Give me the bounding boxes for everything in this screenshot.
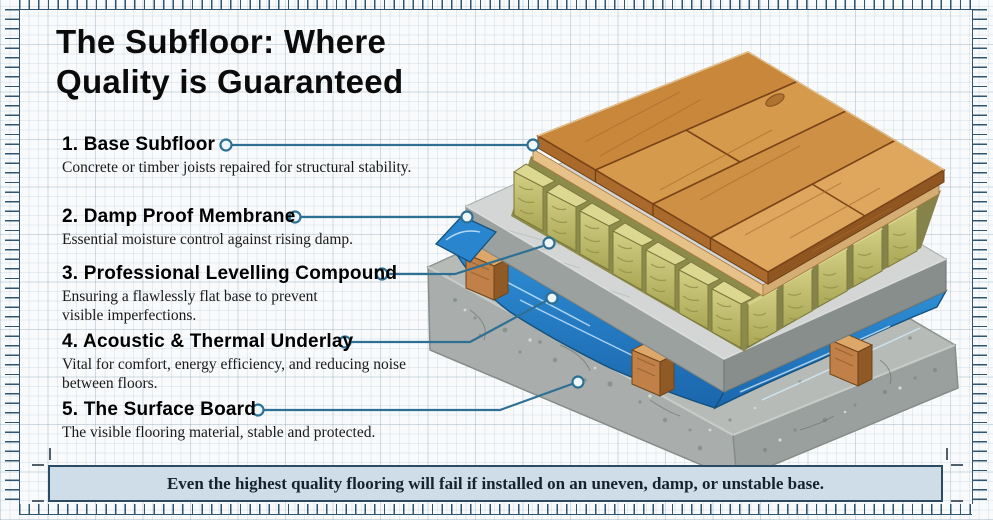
plank-edge-seam-marks	[594, 170, 712, 250]
plank-butt-joints	[685, 129, 866, 217]
annotation-surface-board: 5. The Surface Board The visible floorin…	[62, 399, 482, 442]
warning-banner-text: Even the highest quality flooring will f…	[166, 473, 825, 493]
leader-dots	[219, 138, 585, 417]
leader-line-5	[263, 382, 573, 412]
annotation-description: The visible flooring material, stable an…	[62, 424, 376, 441]
registration-mark	[49, 448, 51, 460]
wood-grain-lines	[584, 91, 893, 253]
leader-dot-1-text	[219, 138, 233, 152]
page-title-line-2: Quality is Guaranteed	[56, 63, 404, 101]
leader-dot-2-target	[460, 210, 474, 224]
annotation-description: Vital for comfort, energy efficiency, an…	[62, 356, 406, 393]
plank-edge-highlight	[537, 51, 945, 171]
annotation-heading: 3. Professional Levelling Compound	[62, 263, 398, 284]
annotation-base-subfloor: 1. Base Subfloor Concrete or timber jois…	[62, 134, 414, 177]
concrete-cracks	[469, 309, 892, 431]
plank-top-faces	[536, 51, 946, 273]
membrane-corner-flap	[434, 215, 498, 263]
leader-dot-3-text	[375, 267, 389, 281]
registration-mark	[946, 448, 948, 460]
leader-dot-4-text	[338, 335, 352, 349]
warning-banner: Even the highest quality flooring will f…	[48, 465, 943, 502]
wood-flooring-layer	[532, 51, 946, 297]
ruler-border-right	[972, 9, 987, 504]
annotation-levelling-compound: 3. Professional Levelling Compound Ensur…	[62, 263, 397, 325]
joist-block-2	[630, 342, 676, 397]
ruler-border-top	[19, 0, 972, 10]
leader-dot-1-target	[526, 138, 540, 152]
leader-lines	[231, 143, 573, 412]
annotation-acoustic-thermal-underlay: 4. Acoustic & Thermal Underlay Vital for…	[62, 331, 434, 393]
annotation-description: Ensuring a flawlessly flat base to preve…	[62, 288, 318, 325]
leader-dot-3-target	[542, 236, 556, 250]
annotation-damp-proof-membrane: 2. Damp Proof Membrane Essential moistur…	[62, 206, 432, 249]
leader-line-3	[387, 244, 544, 276]
registration-mark	[951, 500, 963, 502]
leader-dot-4-target	[545, 291, 559, 305]
leader-dot-5-target	[571, 375, 585, 389]
annotation-description: Concrete or timber joists repaired for s…	[62, 159, 412, 176]
leader-dot-5-text	[251, 403, 265, 417]
membrane-sheen-streaks	[479, 267, 921, 401]
annotation-heading: 1. Base Subfloor	[62, 134, 216, 155]
annotation-heading: 4. Acoustic & Thermal Underlay	[62, 331, 354, 352]
wood-knot	[765, 93, 785, 107]
annotation-heading: 2. Damp Proof Membrane	[62, 206, 296, 227]
ruler-border-left	[5, 9, 20, 504]
annotation-description: Essential moisture control against risin…	[62, 231, 354, 248]
ruler-border-bottom	[19, 504, 972, 515]
registration-mark	[32, 500, 44, 502]
registration-mark	[951, 464, 963, 466]
page-title-line-1: The Subfloor: Where	[56, 23, 387, 60]
leader-dot-2-text	[288, 210, 302, 224]
annotation-heading: 5. The Surface Board	[62, 399, 257, 420]
leader-line-4	[350, 300, 547, 344]
insulation-underlay-layer	[511, 156, 941, 352]
page-title: The Subfloor: Where Quality is Guarantee…	[56, 22, 403, 103]
registration-mark	[32, 464, 44, 466]
